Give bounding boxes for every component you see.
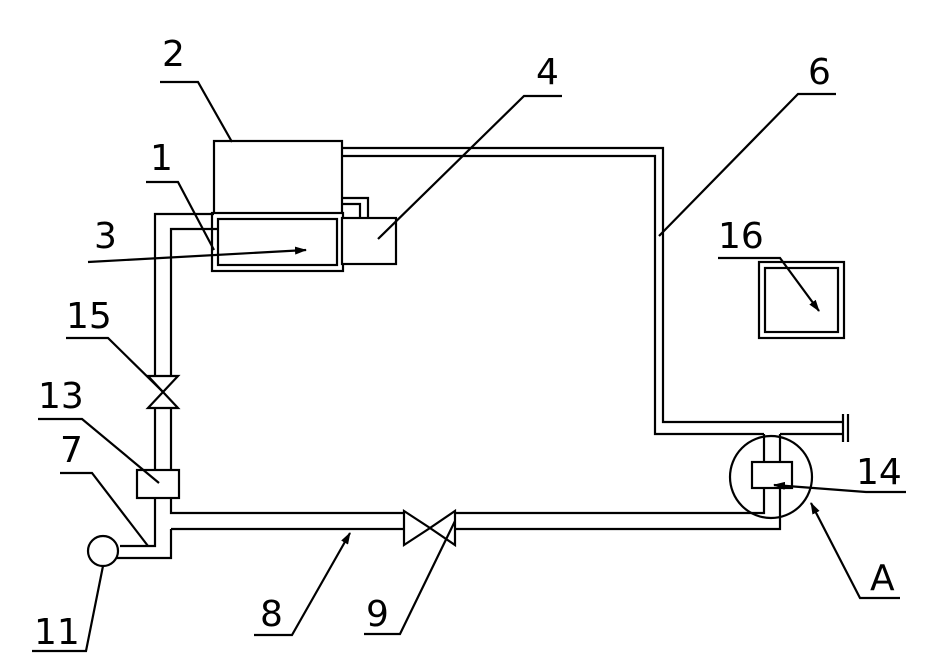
- label-14: 14: [856, 452, 902, 493]
- label-11: 11: [34, 612, 80, 653]
- component-1-box: [212, 213, 343, 271]
- outlet-flange: [843, 414, 848, 442]
- label-3: 3: [94, 216, 117, 257]
- label-13: 13: [38, 376, 84, 417]
- valve-9: [404, 511, 455, 545]
- left-pipe-middle: [155, 408, 171, 470]
- leader-1: [146, 182, 214, 250]
- label-2: 2: [162, 34, 185, 75]
- pump-11: [88, 536, 118, 566]
- component-4-box: [342, 218, 396, 264]
- connector-2-to-4: [342, 198, 368, 218]
- label-A: A: [870, 558, 895, 599]
- label-8: 8: [260, 594, 283, 635]
- label-1: 1: [150, 138, 173, 179]
- label-7: 7: [60, 430, 83, 471]
- component-14: [752, 462, 792, 488]
- label-6: 6: [808, 52, 831, 93]
- leader-6: [659, 94, 836, 236]
- component-2-box: [214, 141, 342, 214]
- label-4: 4: [536, 52, 559, 93]
- leader-4: [378, 96, 562, 239]
- label-9: 9: [366, 594, 389, 635]
- component-16-box: [759, 262, 844, 338]
- leader-2: [160, 82, 232, 142]
- label-15: 15: [66, 296, 112, 337]
- label-16: 16: [718, 216, 764, 257]
- filter-13: [137, 470, 179, 498]
